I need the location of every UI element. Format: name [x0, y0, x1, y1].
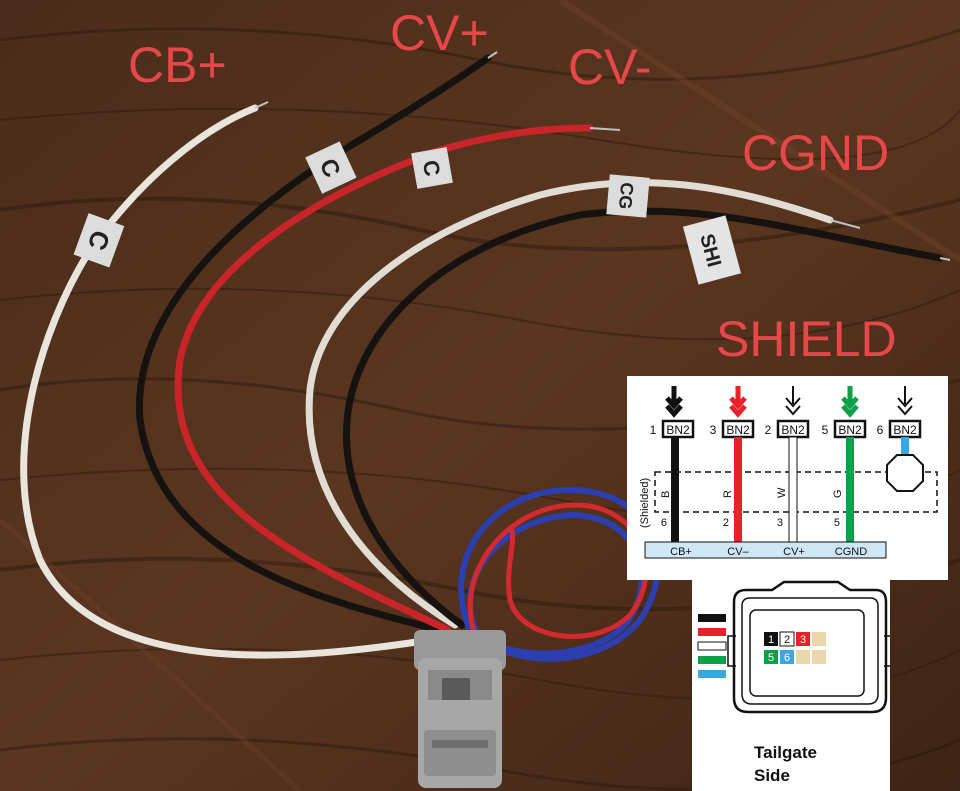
cell-1-label: 1 — [768, 634, 774, 646]
pin-num: 5 — [822, 423, 829, 437]
wire-tag-4-text: CG — [615, 182, 637, 211]
cell-1 — [764, 632, 778, 646]
cell-empty-bottom-2 — [812, 650, 826, 664]
cell-5-label: 5 — [768, 652, 774, 664]
bus-label-cgnd: CGND — [835, 546, 867, 558]
wire-stub-green — [698, 656, 726, 664]
label-cv-minus: CV- — [568, 39, 652, 95]
black-wire-cv-plus — [136, 54, 492, 634]
pin-conn: BN2 — [726, 423, 750, 437]
wire-code: G — [832, 489, 844, 498]
shield-ground-octagon-icon — [886, 454, 924, 492]
wire-stub-black — [698, 614, 726, 622]
red-wire-cv-minus — [174, 124, 594, 634]
schematic-pin-col-3: BN2 2 W 3 — [765, 386, 810, 544]
terminal-bus-bar — [644, 541, 887, 559]
cell-6-label: 6 — [784, 652, 790, 664]
wire-tag-1: C — [73, 213, 125, 268]
wire-code: R — [722, 490, 734, 498]
pin-num: 1 — [650, 423, 657, 437]
schematic-pin-col-5: BN2 6 — [877, 386, 924, 492]
end-pin: 5 — [834, 517, 840, 529]
end-pin: 2 — [723, 517, 729, 529]
connector-caption-line2: Side — [754, 766, 790, 785]
pin-num: 6 — [877, 423, 884, 437]
arrow-icon — [729, 386, 747, 418]
pin-conn: BN2 — [666, 423, 690, 437]
arrow-icon — [785, 386, 801, 416]
connector-face-inset: 1 2 3 5 6 Tailgate Side — [692, 580, 893, 791]
wire-stub-white — [697, 641, 727, 651]
connector-housing-outline — [732, 580, 888, 714]
wire-tag-4: CG — [606, 174, 650, 218]
cell-2 — [779, 631, 795, 647]
red-wire-coil — [467, 502, 649, 639]
cell-empty-bottom-1 — [796, 650, 810, 664]
label-cgnd: CGND — [742, 125, 890, 181]
wire-code: B — [660, 491, 672, 498]
bus-label-cv-plus: CV+ — [783, 546, 805, 558]
end-pin: 6 — [661, 517, 667, 529]
white-wire-cgnd — [305, 179, 834, 629]
pin-conn: BN2 — [893, 423, 917, 437]
end-pin: 3 — [777, 517, 783, 529]
schematic-pin-col-2: BN2 3 R 2 — [710, 386, 755, 543]
cell-3 — [796, 632, 810, 646]
grey-connector-plug — [414, 630, 506, 788]
wire-tag-3: C — [411, 147, 453, 189]
arrow-icon — [897, 386, 913, 416]
shielded-label: (Shielded) — [639, 478, 651, 528]
schematic-pin-col-1: BN2 1 B 6 — [650, 386, 695, 543]
bus-label-cb-plus: CB+ — [670, 546, 692, 558]
arrow-icon — [665, 386, 683, 418]
wire-stub-red — [698, 628, 726, 636]
bus-label-cv-minus: CV– — [727, 546, 749, 558]
cell-2-label: 2 — [784, 634, 790, 646]
cell-empty-top — [812, 632, 826, 646]
schematic-pin-col-4: BN2 5 G 5 — [822, 386, 867, 543]
label-shield: SHIELD — [716, 311, 897, 367]
cell-5 — [764, 650, 778, 664]
wire-code: W — [776, 487, 788, 498]
wiring-schematic-inset: (Shielded) BN2 1 B 6 BN2 3 R 2 — [627, 376, 948, 580]
pin-num: 3 — [710, 423, 717, 437]
wire-tag-3-text: C — [418, 158, 445, 178]
wire-tag-2: C — [305, 141, 357, 194]
label-cv-plus: CV+ — [390, 5, 489, 61]
cell-3-label: 3 — [800, 634, 806, 646]
wire-stub-blue — [698, 670, 726, 678]
arrow-icon — [841, 386, 859, 418]
label-cb-plus: CB+ — [128, 37, 227, 93]
cell-6 — [780, 650, 794, 664]
wire-tag-5: SHI — [682, 215, 742, 285]
white-wire-cb-plus — [20, 104, 434, 659]
black-wire-shield — [343, 207, 944, 629]
pin-conn: BN2 — [781, 423, 805, 437]
pin-conn: BN2 — [838, 423, 862, 437]
connector-caption-line1: Tailgate — [754, 743, 817, 762]
pin-num: 2 — [765, 423, 772, 437]
